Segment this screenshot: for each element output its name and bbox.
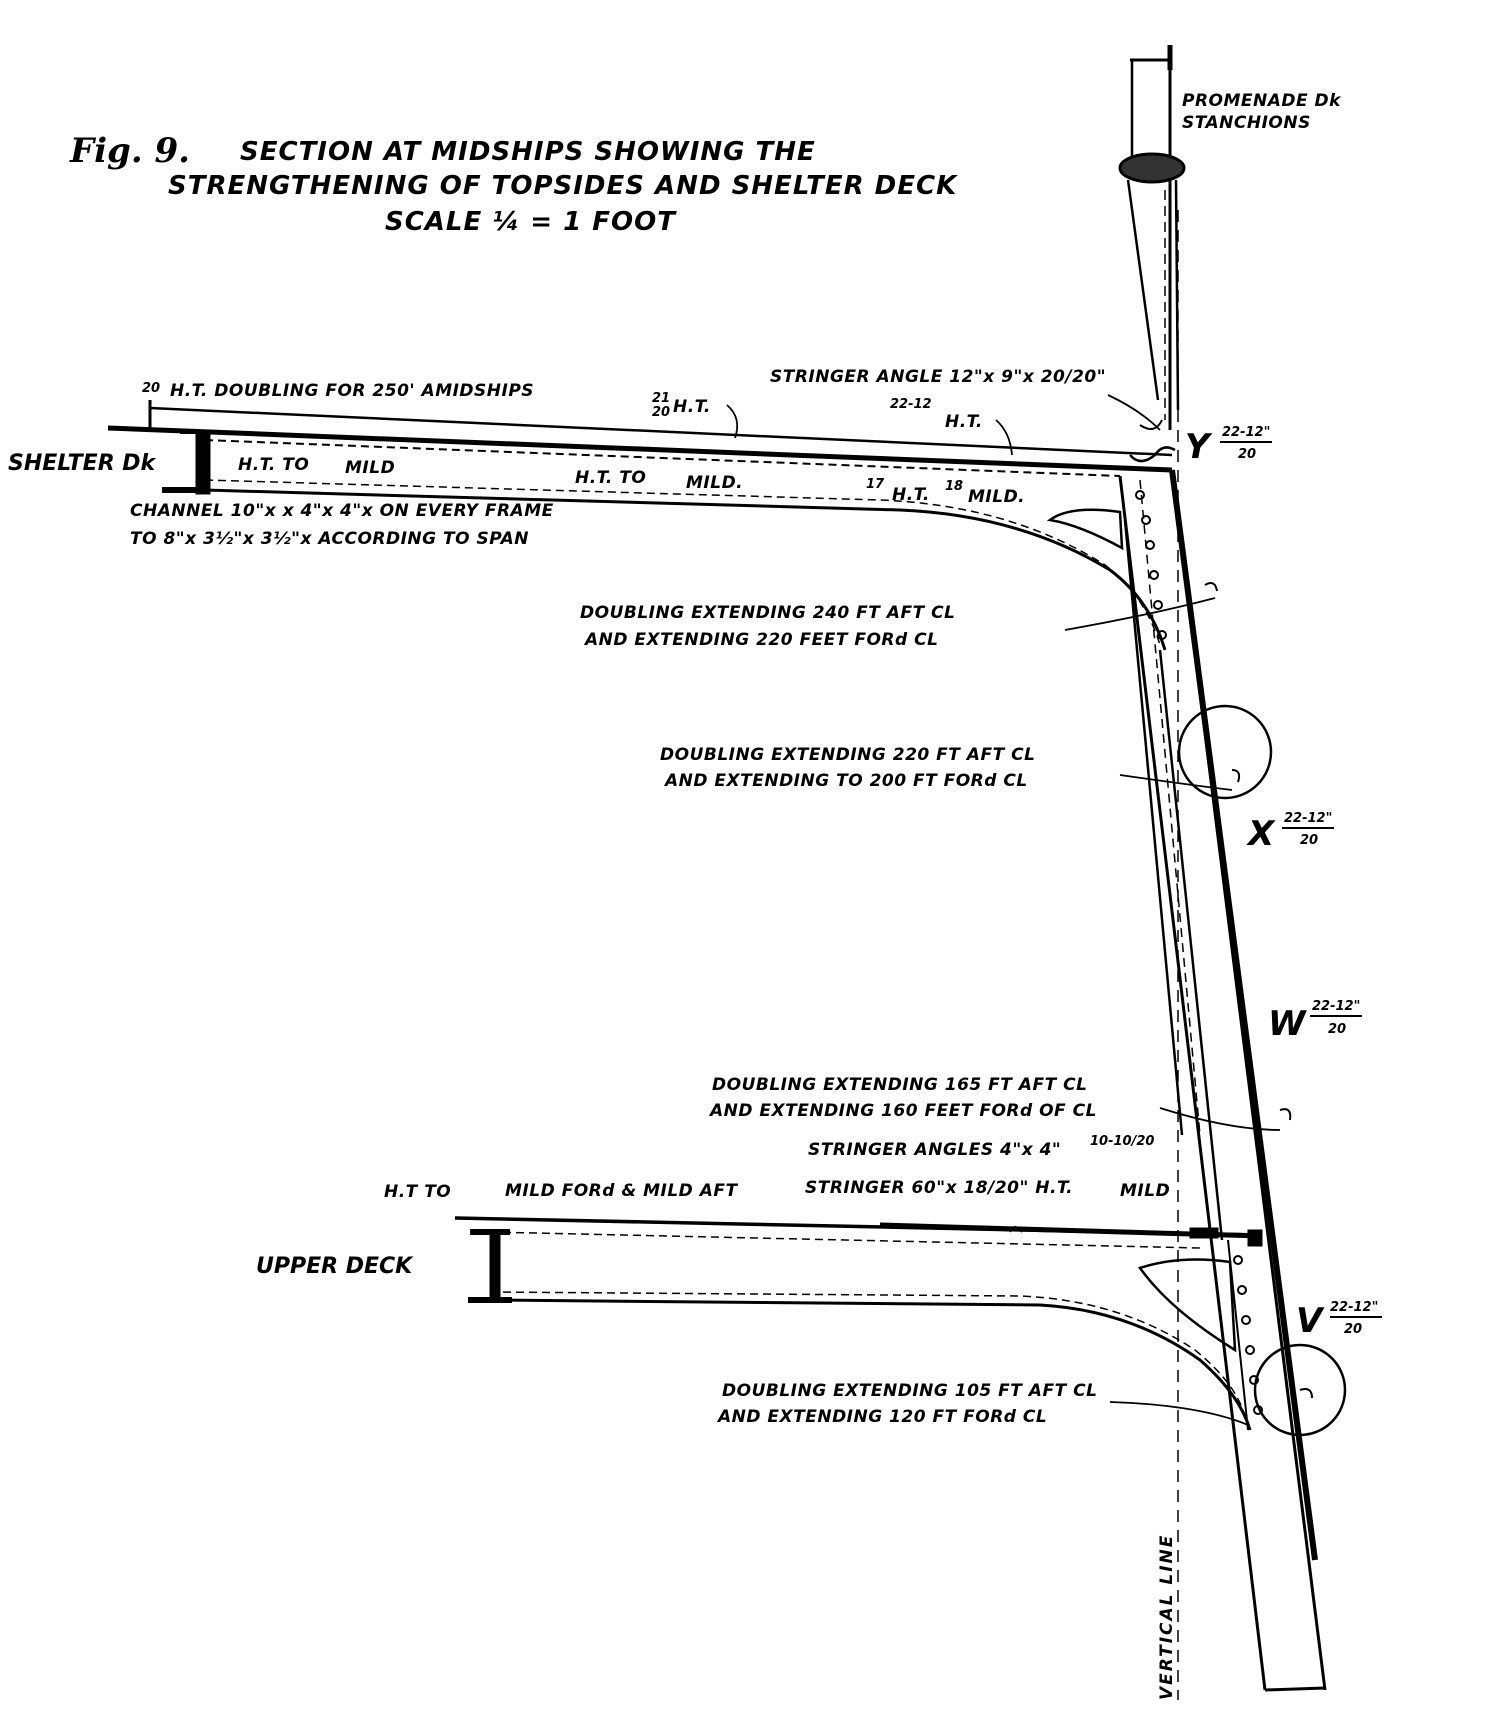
marker-y-num: 22-12"	[1222, 425, 1270, 440]
marker-v-num: 22-12"	[1330, 1300, 1378, 1315]
marker-x-letter: X	[1246, 814, 1276, 854]
marker-w-letter: W	[1268, 1004, 1307, 1044]
vertical-line-label: VERTICAL LINE	[1157, 1534, 1177, 1700]
doubling-2-line-2: AND EXTENDING TO 200 FT FORd ⅭL	[663, 771, 1028, 791]
ht-mild-3-label: H.T.	[892, 485, 930, 505]
ht-to-mild-fore-label: H.T TO	[384, 1182, 451, 1202]
mild-4-label: MILD	[1120, 1181, 1170, 1201]
mild-fore-aft-label: MILD FORd & MILD AFT	[505, 1181, 738, 1201]
promenade-label-line-1: PROMENADE Dk	[1182, 91, 1342, 111]
figure-label: Fig. 9.	[69, 131, 190, 171]
ht-doubling-label: H.T. DOUBLING FOR 250' AMIDSHIPS	[170, 381, 534, 401]
marker-w-den: 20	[1328, 1022, 1346, 1037]
doubling-1-line-1: DOUBLING EXTENDING 240 FT AFT ⅭL	[580, 603, 955, 623]
stringer-angles-label: STRINGER ANGLES 4"x 4"	[808, 1140, 1061, 1160]
doubling-3-line-2: AND EXTENDING 160 FEET FORd OF ⅭL	[708, 1101, 1097, 1121]
marker-w-num: 22-12"	[1312, 999, 1360, 1014]
shelter-deck-structure	[107, 400, 1176, 651]
marker-x: X 22-12" 20	[1246, 811, 1334, 854]
fraction-doubling: 20	[142, 381, 160, 396]
stringer-60-label: STRINGER 60"x 18/20" H.T.	[805, 1178, 1073, 1198]
title-line-2: STRENGTHENING OF TOPSIDES AND SHELTER DE…	[168, 171, 958, 201]
doubling-1-line-2: AND EXTENDING 220 FEET FORd ⅭL	[583, 630, 938, 650]
fraction-22: 22-12	[890, 397, 932, 412]
ht-21-label: H.T.	[673, 397, 711, 417]
doubling-3-line-1: DOUBLING EXTENDING 165 FT AFT ⅭL	[712, 1075, 1087, 1095]
mild-1-label: MILD	[345, 458, 395, 478]
stringer-angle-label: STRINGER ANGLE 12"x 9"x 20/20"	[770, 367, 1106, 387]
promenade-stanchion	[1118, 45, 1186, 430]
mild-2-label: MILD.	[686, 473, 743, 493]
marker-v-letter: V	[1296, 1301, 1325, 1341]
channel-label-line-1: CHANNEL 10"x x 4"x 4"x ON EVERY FRAME	[130, 501, 554, 521]
fraction-20: 20	[652, 405, 670, 420]
shelter-deck-label: SHELTER Dk	[8, 451, 157, 476]
promenade-label-line-2: STANCHIONS	[1182, 113, 1311, 133]
marker-x-num: 22-12"	[1284, 811, 1332, 826]
marker-x-den: 20	[1300, 833, 1318, 848]
ht-to-mild-2-label: H.T. TO	[575, 468, 646, 488]
marker-w: W 22-12" 20	[1268, 999, 1362, 1044]
fraction-21: 21	[652, 391, 670, 406]
fraction-17: 17	[866, 477, 885, 492]
fraction-18: 18	[945, 479, 963, 494]
title-line-3: SCALE ¼ = 1 FOOT	[385, 207, 677, 237]
ht-22-label: H.T.	[945, 412, 983, 432]
upper-deck-label: UPPER DECK	[256, 1254, 414, 1279]
marker-v-den: 20	[1344, 1322, 1362, 1337]
doubling-4-line-2: AND EXTENDING 120 FT FORd ⅭL	[716, 1407, 1047, 1427]
ship-side-shell	[1118, 469, 1327, 1692]
title-line-1: SECTION AT MIDSHIPS SHOWING THE	[240, 137, 816, 167]
marker-y: Y 22-12" 20	[1185, 425, 1272, 467]
channel-label-line-2: TO 8"x 3½"x 3½"x ACCORDING TO SPAN	[130, 529, 529, 549]
marker-y-den: 20	[1238, 447, 1256, 462]
leader-lines	[726, 394, 1281, 1426]
mild-3-label: MILD.	[968, 487, 1025, 507]
marker-v: V 22-12" 20	[1296, 1300, 1382, 1341]
ht-to-mild-1-label: H.T. TO	[238, 455, 309, 475]
doubling-2-line-1: DOUBLING EXTENDING 220 FT AFT ⅭL	[660, 745, 1035, 765]
doubling-4-line-1: DOUBLING EXTENDING 105 FT AFT ⅭL	[722, 1381, 1097, 1401]
stringer-angles-fraction: 10-10/20	[1090, 1134, 1154, 1149]
marker-y-letter: Y	[1185, 427, 1213, 467]
